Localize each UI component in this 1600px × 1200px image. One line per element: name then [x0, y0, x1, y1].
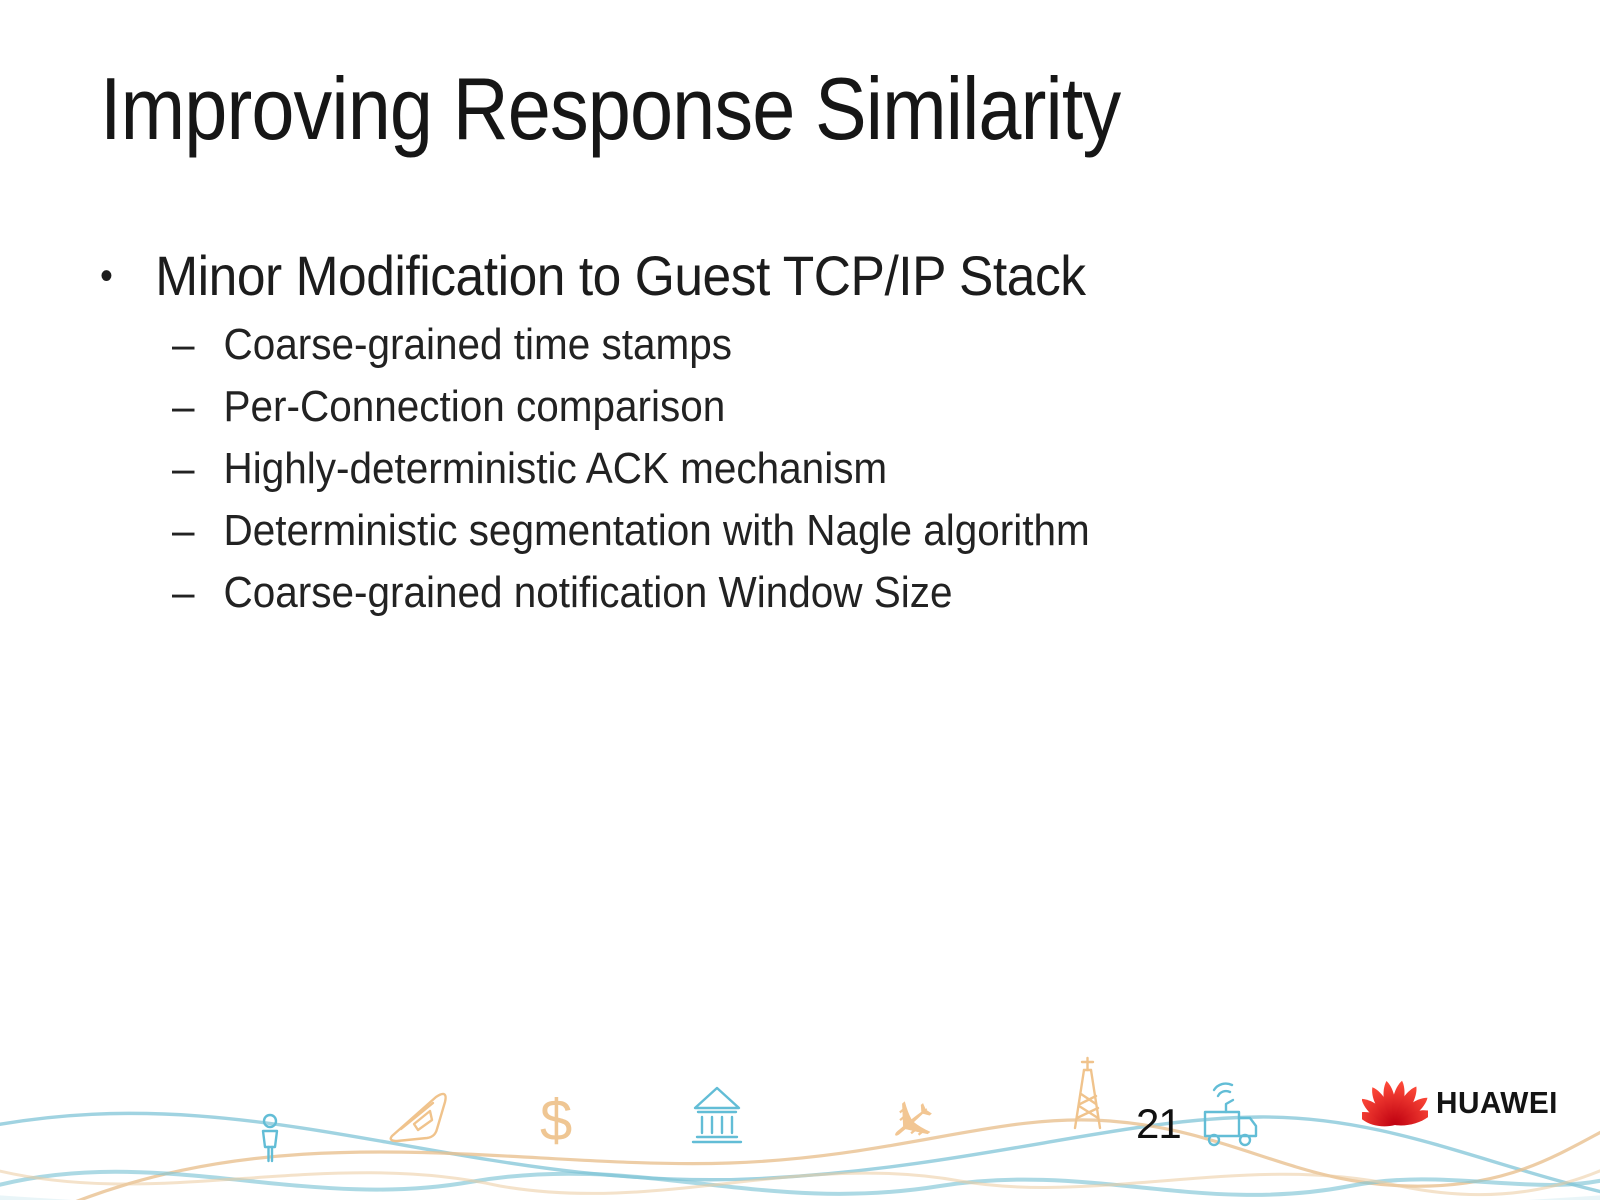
bullet-marker: • — [100, 254, 113, 298]
brand-logo: HUAWEI — [1362, 1072, 1563, 1134]
sub-bullet-text: Deterministic segmentation with Nagle al… — [223, 506, 1090, 555]
dash-marker: – — [172, 320, 195, 369]
svg-text:$: $ — [540, 1088, 572, 1153]
sub-bullet-text: Coarse-grained time stamps — [223, 320, 732, 369]
huawei-flower-icon — [1362, 1080, 1428, 1127]
dollar-icon: $ — [540, 1088, 572, 1153]
list-item: – Per-Connection comparison — [172, 376, 1090, 438]
list-item: – Highly-deterministic ACK mechanism — [172, 438, 1090, 500]
person-icon — [261, 1113, 279, 1163]
dash-marker: – — [172, 506, 195, 555]
satellite-truck-icon — [1203, 1082, 1258, 1147]
airplane-icon: ✈ — [872, 1081, 953, 1164]
brand-wordmark: HUAWEI — [1436, 1085, 1558, 1120]
list-item: – Coarse-grained time stamps — [172, 314, 1090, 376]
page-number: 21 — [1136, 1100, 1182, 1147]
main-bullet: • Minor Modification to Guest TCP/IP Sta… — [100, 244, 1086, 308]
main-bullet-text: Minor Modification to Guest TCP/IP Stack — [155, 244, 1086, 307]
bank-icon — [691, 1086, 743, 1144]
list-item: – Deterministic segmentation with Nagle … — [172, 500, 1090, 562]
sub-bullet-text: Per-Connection comparison — [223, 382, 726, 431]
sub-bullet-list: – Coarse-grained time stamps – Per-Conne… — [172, 314, 1090, 624]
svg-text:✈: ✈ — [872, 1081, 953, 1164]
dash-marker: – — [172, 382, 195, 431]
sub-bullet-text: Coarse-grained notification Window Size — [223, 568, 953, 617]
sub-bullet-text: Highly-deterministic ACK mechanism — [223, 444, 888, 493]
slide-title: Improving Response Similarity — [100, 59, 1121, 158]
list-item: – Coarse-grained notification Window Siz… — [172, 562, 1090, 624]
train-icon — [389, 1092, 447, 1143]
dash-marker: – — [172, 568, 195, 617]
tower-icon — [1073, 1056, 1102, 1130]
dash-marker: – — [172, 444, 195, 493]
wave-lines — [0, 1111, 1600, 1200]
footer-decoration: $ ✈ — [0, 1056, 1600, 1200]
